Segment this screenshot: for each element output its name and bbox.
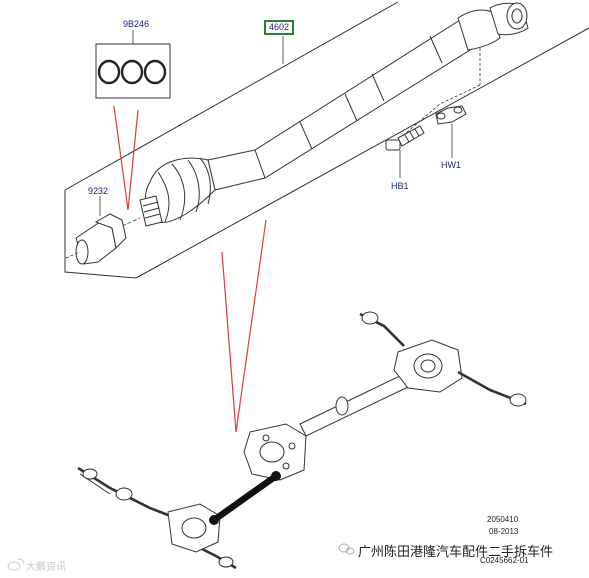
- bolt-part: [385, 125, 425, 151]
- seal-rings-part: [95, 43, 171, 99]
- bolt-callout: HB1: [391, 181, 409, 191]
- driveshaft-callout: 4602: [264, 20, 295, 35]
- highlighted-front-shaft: [209, 471, 281, 525]
- washer-callout: HW1: [441, 160, 461, 170]
- driveshaft-centerline: [121, 217, 141, 227]
- red-pointer-lines: [113, 105, 267, 433]
- date-code: 2050410: [487, 515, 519, 524]
- exploded-panel-outline: [64, 1, 589, 279]
- flange-axis: [65, 251, 81, 259]
- watermark-shop-name: 广州陈田港隆汽车配件二手拆车件: [358, 545, 554, 560]
- weibo-icon: [7, 558, 25, 571]
- driveshaft-part: [139, 2, 529, 227]
- figure-id: C0245662-01: [480, 556, 529, 565]
- seal-rings-callout: 9B246: [123, 19, 150, 29]
- flange-part: [75, 213, 127, 265]
- flange-callout: 9232: [88, 186, 109, 196]
- watermark-left-brand: 大鹏资讯: [26, 562, 66, 573]
- washer-part: [435, 105, 467, 125]
- wechat-icon: [338, 543, 355, 555]
- figure-date: 08-2013: [489, 527, 519, 536]
- drivetrain-overview: [77, 311, 527, 570]
